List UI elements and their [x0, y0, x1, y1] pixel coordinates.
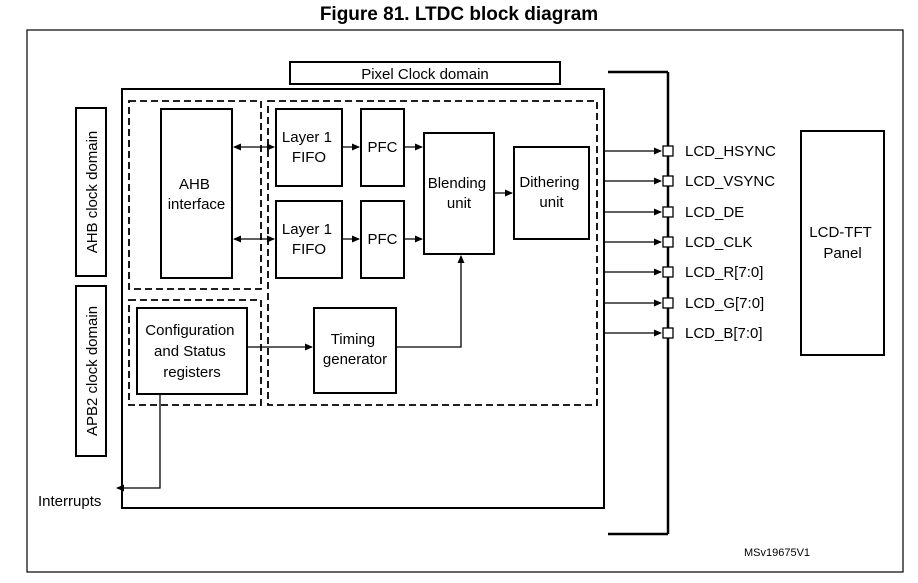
- pfc-top-block: [360, 108, 405, 187]
- layer1-fifo-bottom-label: Layer 1 FIFO: [282, 221, 336, 258]
- pixel-region: [267, 100, 598, 406]
- interrupts-arrow: [116, 394, 161, 492]
- signal-pin-lcd-r-7-0: [662, 266, 674, 278]
- signal-pin-lcd-de: [662, 206, 674, 218]
- signal-label-lcd-clk: LCD_CLK: [685, 234, 753, 251]
- timing-generator-block: [313, 307, 397, 394]
- blending-unit-block: [423, 132, 495, 255]
- dithering-unit-label: Dithering unit: [519, 174, 583, 211]
- lcd-tft-panel-label: LCD-TFT Panel: [809, 224, 875, 262]
- apb2-clock-domain-label: APB2 clock domain: [84, 306, 101, 436]
- config-status-label: Configuration and Status registers: [145, 322, 238, 381]
- pfc-bottom-block: [360, 200, 405, 279]
- layer1-fifo-top-label: Layer 1 FIFO: [282, 129, 336, 166]
- signal-label-lcd-r-7-0: LCD_R[7:0]: [685, 264, 763, 281]
- interrupts-label: Interrupts: [38, 493, 101, 510]
- signal-label-lcd-vsync: LCD_VSYNC: [685, 173, 775, 190]
- signal-pin-lcd-g-7-0: [662, 297, 674, 309]
- lcd-signals: LCD_HSYNC LCD_VSYNC LCD_DE LCD_CLK LCD_R[7:0…: [604, 143, 776, 342]
- pixel-clock-domain-label: Pixel Clock domain: [361, 66, 489, 83]
- timing-to-blending-arrow: [396, 255, 465, 348]
- signal-pin-lcd-clk: [662, 236, 674, 248]
- ahb-clock-domain-label: AHB clock domain: [84, 131, 101, 254]
- pfc-top-label: PFC: [368, 139, 398, 156]
- timing-generator-label: Timing generator: [323, 331, 387, 368]
- dithering-unit-block: [513, 146, 590, 240]
- signal-label-lcd-hsync: LCD_HSYNC: [685, 143, 776, 160]
- reference-code: MSv19675V1: [744, 547, 810, 559]
- ahb-region: [128, 100, 262, 290]
- signal-pin-lcd-vsync: [662, 175, 674, 187]
- apb2-region: [128, 299, 262, 406]
- signal-pin-lcd-hsync: [662, 145, 674, 157]
- ahb-interface-label: AHB interface: [168, 176, 226, 213]
- config-status-block: [136, 307, 248, 395]
- ahb-interface-block: [160, 108, 233, 279]
- ltdc-block: [121, 88, 605, 509]
- signal-label-lcd-g-7-0: LCD_G[7:0]: [685, 295, 764, 312]
- lcd-tft-panel-block: [800, 130, 885, 356]
- pixel-clock-domain-box: [289, 61, 561, 85]
- layer1-fifo-bottom-block: [275, 200, 343, 279]
- pfc-bottom-label: PFC: [368, 231, 398, 248]
- ahb-clock-domain-box: [75, 107, 107, 277]
- figure-frame: [26, 29, 904, 573]
- blending-unit-label: Blending unit: [428, 175, 491, 212]
- figure-title: Figure 81. LTDC block diagram: [319, 4, 599, 25]
- signal-label-lcd-de: LCD_DE: [685, 204, 744, 221]
- signal-pin-lcd-b-7-0: [662, 327, 674, 339]
- apb2-clock-domain-box: [75, 285, 107, 457]
- signal-label-lcd-b-7-0: LCD_B[7:0]: [685, 325, 763, 342]
- layer1-fifo-top-block: [275, 108, 343, 187]
